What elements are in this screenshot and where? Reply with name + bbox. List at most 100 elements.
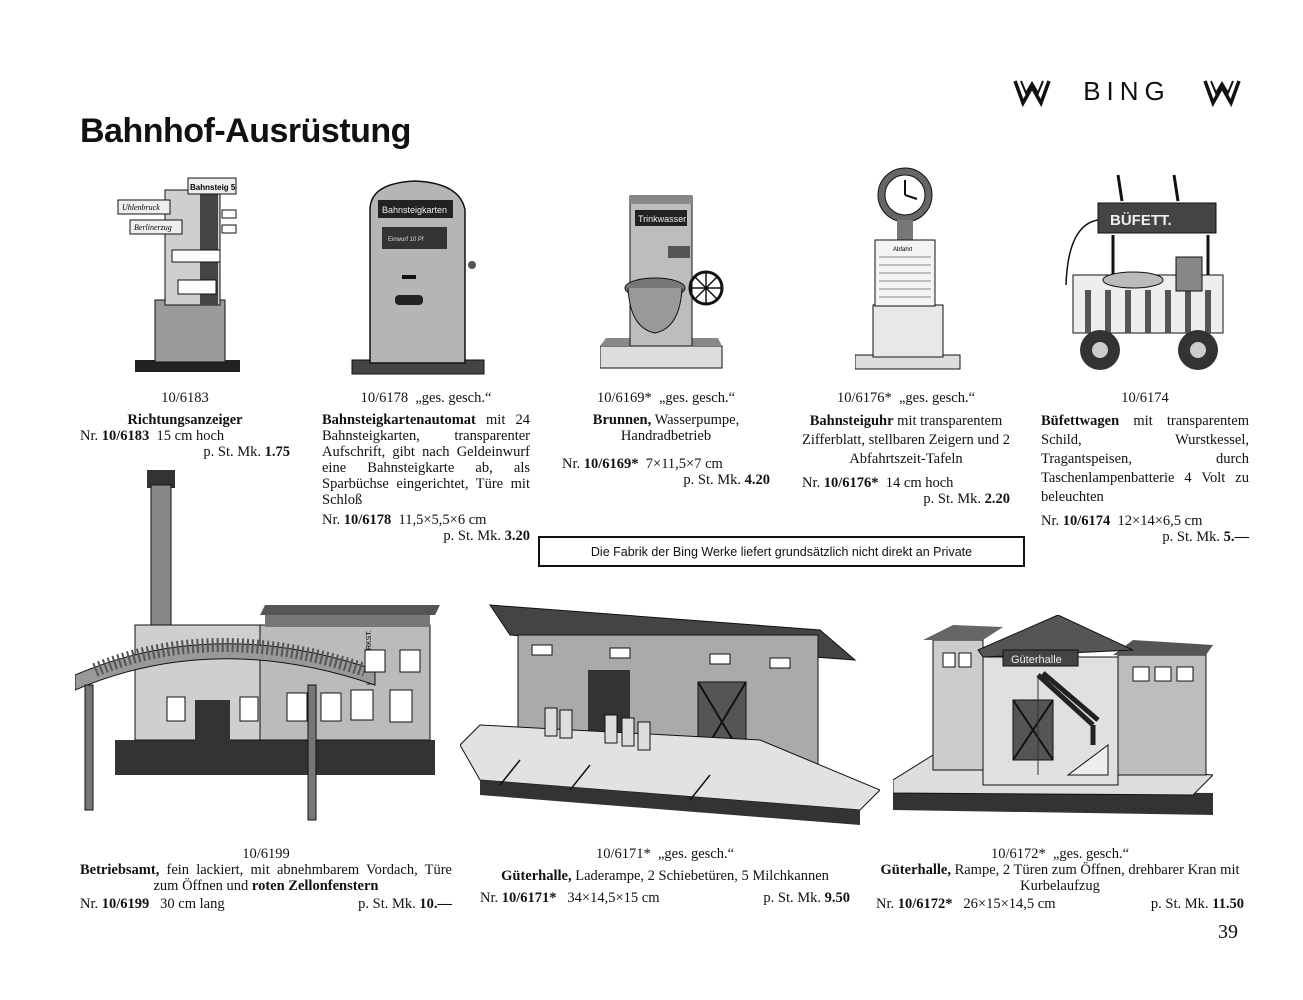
product-caption-6169: 10/6169* „ges. gesch.“ Brunnen, Wasserpu…	[562, 390, 770, 488]
product-caption-6178: 10/6178 „ges. gesch.“ Bahnsteigkartenaut…	[322, 390, 530, 544]
buffet-cart-illustration: BÜFETT.	[1065, 174, 1224, 370]
product-desc: mit 24 Bahnsteigkarten, transparenter Au…	[322, 412, 530, 508]
platform-clock-illustration: Abfahrt	[855, 167, 961, 370]
price-label: p. St. Mk.	[1150, 896, 1209, 912]
works-office-illustration: HAUPTWERKST.	[75, 470, 440, 821]
direction-sign-illustration: Bahnsteig 5 Uhlenbruck Berlinerzug	[117, 177, 240, 372]
product-size: 26×15×14,5 cm	[963, 896, 1056, 912]
sign-left2-label: Berlinerzug	[134, 223, 172, 232]
product-size: 11,5×5,5×6 cm	[398, 512, 487, 528]
product-caption-6172: 10/6172* „ges. gesch.“ Güterhalle, Rampe…	[876, 846, 1244, 912]
product-code: 10/6171*	[595, 846, 651, 862]
product-price: 4.20	[744, 472, 770, 488]
product-code: 10/6199	[242, 846, 290, 862]
nr-label: Nr.	[876, 896, 895, 912]
product-code: 10/6183	[161, 390, 209, 406]
brand-header: BING	[1012, 76, 1242, 107]
nr-label: Nr.	[80, 428, 99, 444]
product-name: Büfettwagen	[1041, 413, 1120, 429]
product-number: 10/6174	[1062, 513, 1111, 529]
product-note: „ges. gesch.“	[658, 390, 736, 406]
product-name: Güterhalle,	[501, 868, 572, 884]
price-label: p. St. Mk.	[1162, 529, 1220, 545]
price-label: p. St. Mk.	[358, 896, 416, 912]
product-name: Betriebsamt,	[80, 862, 160, 878]
product-caption-6176: 10/6176* „ges. gesch.“ Bahnsteiguhr mit …	[802, 390, 1010, 507]
product-price: 1.75	[264, 444, 290, 460]
timetable-label: Abfahrt	[893, 247, 913, 253]
product-code: 10/6176*	[836, 390, 892, 406]
bing-logo-icon	[1203, 79, 1241, 107]
product-size: 14 cm hoch	[885, 475, 954, 491]
product-size: 12×14×6,5 cm	[1117, 513, 1203, 529]
product-number: 10/6178	[343, 512, 392, 528]
price-label: p. St. Mk.	[763, 890, 821, 906]
product-note: „ges. gesch.“	[657, 846, 735, 862]
product-note: „ges. gesch.“	[1052, 846, 1130, 862]
fountain-label: Trinkwasser	[638, 214, 686, 224]
page-title: Bahnhof-Ausrüstung	[80, 112, 411, 150]
product-note: „ges. gesch.“	[415, 390, 492, 406]
nr-label: Nr.	[480, 890, 499, 906]
product-code: 10/6172*	[990, 846, 1046, 862]
product-name: Güterhalle,	[880, 862, 951, 878]
ticket-machine-sub-label: Einwurf 10 Pf	[388, 237, 424, 243]
product-code: 10/6174	[1121, 390, 1169, 406]
product-desc: Wasserpumpe, Handradbetrieb	[620, 412, 740, 444]
bing-logo-icon	[1013, 79, 1051, 107]
product-caption-6199: 10/6199 Betriebsamt, fein lackiert, mit …	[80, 846, 452, 912]
ticket-machine-illustration: Bahnsteigkarten Einwurf 10 Pf	[351, 180, 485, 375]
product-price: 3.20	[504, 528, 530, 544]
product-note: „ges. gesch.“	[898, 390, 976, 406]
nr-label: Nr.	[80, 896, 99, 912]
product-name: Bahnsteigkartenautomat	[322, 412, 476, 428]
sign-top-label: Bahnsteig 5	[190, 183, 236, 192]
page-number: 39	[1218, 921, 1238, 943]
product-size: 15 cm hoch	[156, 428, 225, 444]
product-number: 10/6199	[101, 896, 150, 912]
product-price: 9.50	[824, 890, 850, 906]
ticket-machine-label: Bahnsteigkarten	[382, 205, 447, 215]
nr-label: Nr.	[1041, 513, 1060, 529]
product-size: 30 cm lang	[160, 896, 225, 912]
product-price: 2.20	[984, 491, 1010, 507]
notice-box: Die Fabrik der Bing Werke liefert grunds…	[538, 536, 1025, 567]
product-code: 10/6178	[360, 390, 409, 406]
product-number: 10/6169*	[583, 456, 639, 472]
price-label: p. St. Mk.	[203, 444, 261, 460]
product-number: 10/6176*	[823, 475, 879, 491]
price-label: p. St. Mk.	[923, 491, 981, 507]
product-desc: mit transparentem Zifferblatt, stellbare…	[802, 413, 1010, 467]
price-label: p. St. Mk.	[683, 472, 741, 488]
product-number: 10/6171*	[501, 890, 557, 906]
product-caption-6183: 10/6183 Richtungsanzeiger Nr. 10/6183 15…	[80, 390, 290, 460]
product-size: 7×11,5×7 cm	[645, 456, 723, 472]
product-caption-6171: 10/6171* „ges. gesch.“ Güterhalle, Lader…	[480, 846, 850, 906]
nr-label: Nr.	[562, 456, 581, 472]
sign-left1-label: Uhlenbruck	[122, 203, 160, 212]
product-name: Bahnsteiguhr	[809, 413, 894, 429]
brand-name: BING	[1083, 76, 1171, 106]
product-desc: fein lackiert, mit abnehmbarem Vordach, …	[153, 862, 453, 894]
product-number: 10/6183	[101, 428, 150, 444]
product-code: 10/6169*	[596, 390, 652, 406]
goods-shed-ramp-illustration	[460, 604, 880, 825]
nr-label: Nr.	[802, 475, 821, 491]
goods-shed-crane-illustration: Güterhalle	[893, 615, 1213, 815]
product-name: Brunnen,	[592, 412, 652, 428]
product-caption-6174: 10/6174 Büfettwagen mit transparentem Sc…	[1041, 390, 1249, 545]
fountain-illustration: Trinkwasser	[600, 195, 724, 369]
notice-text: Die Fabrik der Bing Werke liefert grunds…	[590, 544, 973, 559]
goods-shed-sign-label: Güterhalle	[1011, 654, 1062, 666]
product-desc: Laderampe, 2 Schiebetüren, 5 Milchkannen	[571, 868, 829, 884]
product-price: 10.—	[419, 896, 452, 912]
price-label: p. St. Mk.	[443, 528, 501, 544]
product-number: 10/6172*	[897, 896, 953, 912]
product-price: 5.—	[1223, 529, 1249, 545]
product-price: 11.50	[1212, 896, 1244, 912]
product-desc-bold: roten Zellonfenstern	[251, 878, 379, 894]
product-desc: Rampe, 2 Türen zum Öffnen, drehbarer Kra…	[950, 862, 1240, 894]
product-size: 34×14,5×15 cm	[567, 890, 660, 906]
buffet-sign-label: BÜFETT.	[1110, 212, 1172, 229]
nr-label: Nr.	[322, 512, 341, 528]
